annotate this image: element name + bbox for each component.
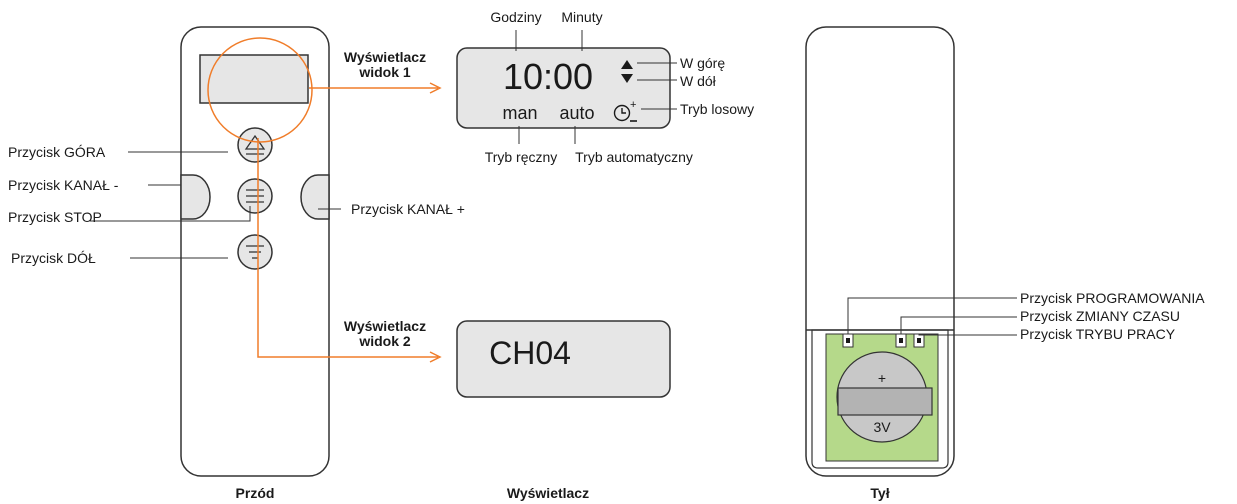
down-button[interactable] [237,234,273,270]
stop-leader-line [90,206,251,222]
view2-connector-line [257,138,438,358]
channel-plus-button[interactable] [300,174,330,220]
channel-minus-label: Przycisk KANAŁ - [8,177,119,193]
lcd-mode-auto: auto [559,103,594,123]
stop-lines-icon [246,189,264,203]
channel-plus-label: Przycisk KANAŁ + [351,201,465,217]
view1-label-line2: widok 1 [358,64,411,80]
down-button-label: Przycisk DÓŁ [11,250,96,266]
down-indicator-label: W dół [680,73,717,89]
stop-button[interactable] [237,178,273,214]
down-lines-icon [246,245,264,259]
up-triangle-icon [621,60,633,69]
manual-mode-label: Tryb ręczny [485,149,558,165]
view2-label-line1: Wyświetlacz [344,318,426,334]
programming-leader [847,297,1017,334]
up-button-label: Przycisk GÓRA [8,144,106,160]
orange-connectors [257,82,442,363]
work-mode-button[interactable] [913,333,925,348]
view2-arrowhead [429,351,442,363]
view1-label-line1: Wyświetlacz [344,49,426,65]
work-mode-label: Przycisk TRYBU PRACY [1020,326,1176,342]
hours-label: Godziny [490,9,541,25]
time-change-label: Przycisk ZMIANY CZASU [1020,308,1180,324]
display-caption: Wyświetlacz [507,485,589,501]
lcd-channel: CH04 [489,335,571,371]
time-change-leader [900,316,1017,334]
coin-battery [836,351,933,443]
lcd-mode-manual: man [502,103,537,123]
time-change-button[interactable] [895,333,907,348]
view2-label-line2: widok 2 [358,333,411,349]
random-plus-sign: + [630,99,636,111]
front-lcd-window [199,54,309,104]
work-mode-leader [918,334,1017,336]
up-indicator-label: W górę [680,55,725,71]
down-triangle-icon [621,74,633,83]
battery-clip [837,387,933,416]
lcd-time: 10:00 [503,56,593,97]
display-highlight-circle [207,37,313,143]
back-remote: + 3V Przycisk PROGRAMOWANIA Przycisk ZMI… [805,26,1205,501]
battery-voltage: 3V [873,419,891,435]
clock-icon [613,104,631,122]
front-caption: Przód [236,485,275,501]
lcd-view2 [456,320,671,398]
view1-arrowhead [429,82,442,94]
random-mode-label: Tryb losowy [680,101,754,117]
channel-minus-button[interactable] [180,174,211,220]
minutes-label: Minuty [561,9,602,25]
display-view-1: Wyświetlacz widok 1 Godziny Minuty 10:00… [344,9,754,165]
front-remote: Przycisk GÓRA Przycisk KANAŁ - Przycisk … [8,26,465,501]
back-caption: Tył [870,485,889,501]
up-button[interactable] [237,127,273,163]
programming-button[interactable] [842,333,854,348]
display-view-2: Wyświetlacz widok 2 CH04 Wyświetlacz [344,318,671,501]
auto-mode-label: Tryb automatyczny [575,149,693,165]
programming-label: Przycisk PROGRAMOWANIA [1020,290,1205,306]
stop-button-label: Przycisk STOP [8,209,102,225]
battery-plus-sign: + [878,370,886,386]
